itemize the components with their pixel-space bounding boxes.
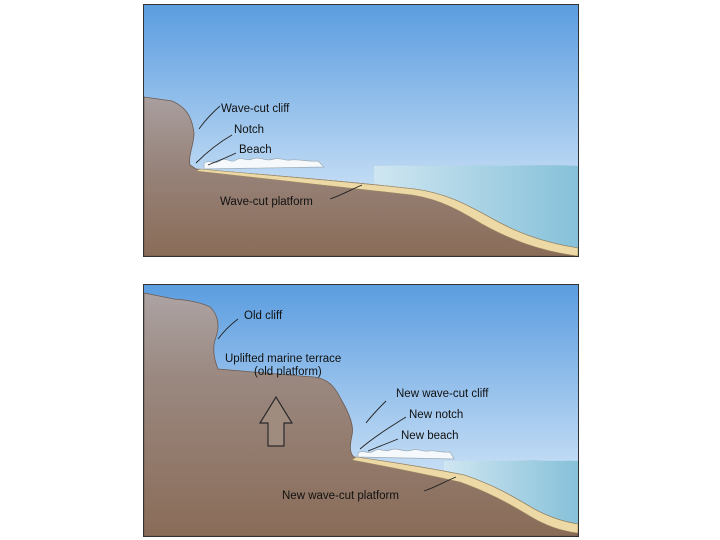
label-wave-cut-platform: Wave-cut platform	[220, 196, 313, 208]
label-old-cliff: Old cliff	[244, 310, 283, 322]
label-new-wave-cut-cliff: New wave-cut cliff	[396, 388, 489, 400]
diagram-panel-before-uplift: Wave-cut cliff Notch Beach Wave-cut plat…	[143, 4, 579, 257]
label-new-wave-cut-platform: New wave-cut platform	[282, 490, 399, 502]
panel-bottom-illustration: Old cliff Uplifted marine terrace (old p…	[144, 285, 578, 536]
label-uplifted-marine-terrace: Uplifted marine terrace	[225, 353, 341, 365]
label-old-platform: (old platform)	[254, 366, 322, 378]
diagram-panel-after-uplift: Old cliff Uplifted marine terrace (old p…	[143, 284, 579, 537]
label-new-beach: New beach	[401, 430, 459, 442]
label-new-notch: New notch	[409, 409, 463, 421]
label-wave-cut-cliff: Wave-cut cliff	[221, 103, 290, 115]
label-beach: Beach	[239, 144, 272, 156]
panel-top-illustration: Wave-cut cliff Notch Beach Wave-cut plat…	[144, 5, 578, 256]
label-notch: Notch	[234, 124, 264, 136]
